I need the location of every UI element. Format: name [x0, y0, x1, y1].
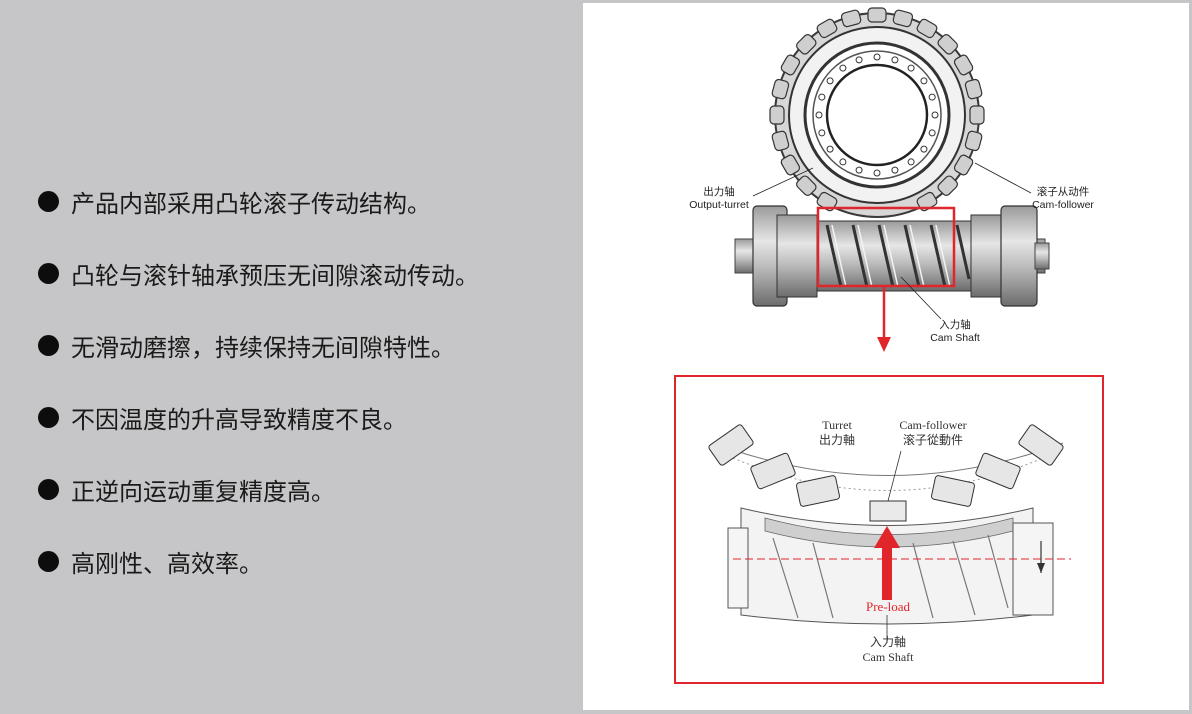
roller	[969, 105, 985, 125]
roller	[780, 154, 801, 176]
bullet-dot-icon	[38, 550, 59, 572]
preload-arrow	[874, 526, 900, 600]
feature-text: 产品内部采用凸轮滚子传动结构。	[71, 189, 431, 218]
list-item: 不因温度的升高导致精度不良。	[38, 381, 479, 453]
roller	[937, 175, 958, 196]
bullet-dot-icon	[38, 334, 59, 356]
roller	[840, 9, 862, 28]
detail-roller	[975, 452, 1021, 490]
bolt-hole	[826, 77, 834, 85]
bolt-hole	[839, 158, 847, 166]
roller	[816, 18, 838, 39]
detail-roller	[750, 452, 796, 490]
bullet-dot-icon	[38, 406, 59, 428]
zoom-arrow-icon	[877, 337, 891, 352]
detail-roller	[796, 475, 840, 507]
bolt-hole	[891, 56, 899, 64]
cam-shaft-label: 入力轴 Cam Shaft	[930, 319, 980, 344]
detail-roller	[708, 424, 754, 466]
bolt-hole	[839, 64, 847, 72]
feature-text: 正逆向运动重复精度高。	[71, 477, 335, 506]
list-item: 产品内部采用凸轮滚子传动结构。	[38, 165, 479, 237]
bolt-hole	[907, 64, 915, 72]
cam-follower-label: 滚子从动件 Cam-follower	[1032, 186, 1094, 211]
list-item: 高刚性、高效率。	[38, 525, 479, 597]
roller	[780, 54, 801, 76]
bolt-hole	[855, 56, 863, 64]
feature-text: 不因温度的升高导致精度不良。	[71, 405, 407, 434]
bolt-hole	[818, 129, 826, 137]
roller	[964, 130, 983, 152]
bolt-hole	[920, 145, 928, 153]
detail-cam-shaft-label: 入力軸 Cam Shaft	[862, 635, 914, 664]
bolt-hole	[855, 166, 863, 174]
turret-bolt-holes	[815, 53, 939, 177]
roller	[916, 18, 938, 39]
bolt-hole	[907, 158, 915, 166]
feature-list: 产品内部采用凸轮滚子传动结构。 凸轮与滚针轴承预压无间隙滚动传动。 无滑动磨擦，…	[38, 165, 479, 597]
bullet-dot-icon	[38, 190, 59, 212]
roller	[937, 34, 958, 55]
cam-follower-rollers	[769, 7, 985, 212]
detail-cam-follower	[869, 500, 907, 522]
feature-text: 高刚性、高效率。	[71, 549, 263, 578]
bolt-hole	[815, 111, 823, 119]
detail-roller	[931, 475, 975, 507]
bolt-hole	[873, 169, 881, 177]
list-item: 正逆向运动重复精度高。	[38, 453, 479, 525]
mechanism-diagram	[674, 7, 1104, 684]
roller	[769, 105, 785, 125]
detail-turret-arc	[708, 424, 1064, 507]
detail-cam-follower-label: Cam-follower 滚子從動件	[899, 418, 967, 447]
diagram-panel: 出力轴 Output-turret 滚子从动件 Cam-follower 入力轴…	[583, 3, 1189, 710]
roller	[953, 54, 974, 76]
bolt-hole	[928, 129, 936, 137]
cam-shaft-assembly	[734, 205, 1050, 307]
bolt-hole	[931, 111, 939, 119]
feature-panel: 产品内部采用凸轮滚子传动结构。 凸轮与滚针轴承预压无间隙滚动传动。 无滑动磨擦，…	[0, 0, 583, 714]
roller	[796, 34, 817, 55]
roller	[892, 9, 914, 28]
roller	[796, 175, 817, 196]
bullet-dot-icon	[38, 478, 59, 500]
highlight-box	[816, 206, 956, 288]
output-turret-wheel	[769, 7, 985, 218]
feature-text: 凸轮与滚针轴承预压无间隙滚动传动。	[71, 261, 479, 290]
bolt-hole	[928, 93, 936, 101]
roller	[771, 78, 790, 100]
roller	[771, 130, 790, 152]
bullet-dot-icon	[38, 262, 59, 284]
bolt-hole	[818, 93, 826, 101]
feature-text: 无滑动磨擦，持续保持无间隙特性。	[71, 333, 455, 362]
bolt-hole	[873, 53, 881, 61]
detail-turret-label: Turret 出力軸	[818, 418, 855, 447]
roller	[953, 154, 974, 176]
list-item: 凸轮与滚针轴承预压无间隙滚动传动。	[38, 237, 479, 309]
preload-label: Pre-load	[866, 599, 911, 614]
bolt-hole	[891, 166, 899, 174]
bolt-hole	[826, 145, 834, 153]
output-turret-label: 出力轴 Output-turret	[689, 186, 749, 211]
bolt-hole	[920, 77, 928, 85]
detail-roller	[1018, 424, 1064, 466]
roller	[964, 78, 983, 100]
roller	[867, 7, 887, 23]
list-item: 无滑动磨擦，持续保持无间隙特性。	[38, 309, 479, 381]
